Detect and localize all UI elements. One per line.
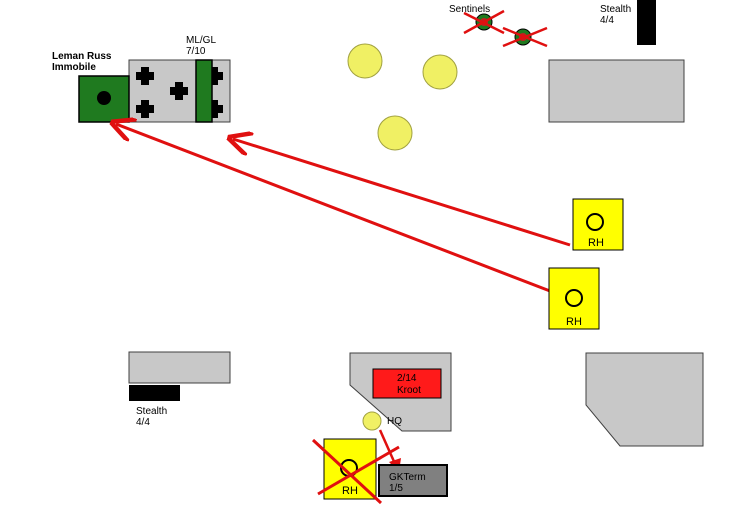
- mlgl-count: 7/10: [186, 46, 206, 57]
- mlgl-vehicle-marker: [195, 59, 213, 123]
- stealth-top-label: Stealth: [600, 4, 631, 15]
- stealth-bottom-label: Stealth: [136, 406, 167, 417]
- rh-unit-upper: [572, 198, 624, 251]
- mlgl-squad-models: [136, 67, 223, 118]
- kroot-unit: [372, 368, 442, 399]
- terrain-building-bottom-left: [128, 351, 231, 384]
- rh-dead-label: RH: [342, 485, 358, 497]
- hq-to-gkterm-arrow: [378, 429, 398, 467]
- stealth-team-bottom-marker: [129, 385, 180, 401]
- gkterm-count: 1/5: [389, 483, 403, 494]
- stealth-team-top-marker: [637, 0, 656, 45]
- leman-russ-turret-icon: [97, 91, 111, 105]
- hq-label: HQ: [387, 416, 402, 427]
- fire-arrow-upper: [233, 139, 571, 247]
- yellow-marker-3: [377, 115, 413, 151]
- kroot-count: 2/14: [397, 373, 417, 384]
- leman-russ-status: Immobile: [52, 62, 96, 73]
- hq-unit: [362, 411, 382, 431]
- terrain-building-top-right: [548, 59, 685, 123]
- leman-russ-label: Leman Russ: [52, 51, 112, 62]
- mlgl-label: ML/GL: [186, 35, 216, 46]
- terrain-building-bottom-right: [585, 352, 704, 447]
- kroot-label: Kroot: [397, 385, 421, 396]
- sentinel-2: [502, 26, 548, 48]
- rh-unit-dead: [311, 438, 400, 505]
- gkterm-unit: [378, 464, 448, 497]
- sentinels-label: Sentinels: [449, 4, 490, 15]
- fire-arrow-lower: [116, 124, 551, 293]
- yellow-marker-2: [422, 54, 458, 90]
- rh-lower-label: RH: [566, 316, 582, 328]
- rh-upper-label: RH: [588, 237, 604, 249]
- stealth-bottom-count: 4/4: [136, 417, 150, 428]
- gkterm-label: GKTerm: [389, 472, 426, 483]
- rh-unit-lower: [548, 267, 600, 330]
- sentinel-1: [463, 9, 505, 35]
- stealth-top-count: 4/4: [600, 15, 614, 26]
- yellow-marker-1: [347, 43, 383, 79]
